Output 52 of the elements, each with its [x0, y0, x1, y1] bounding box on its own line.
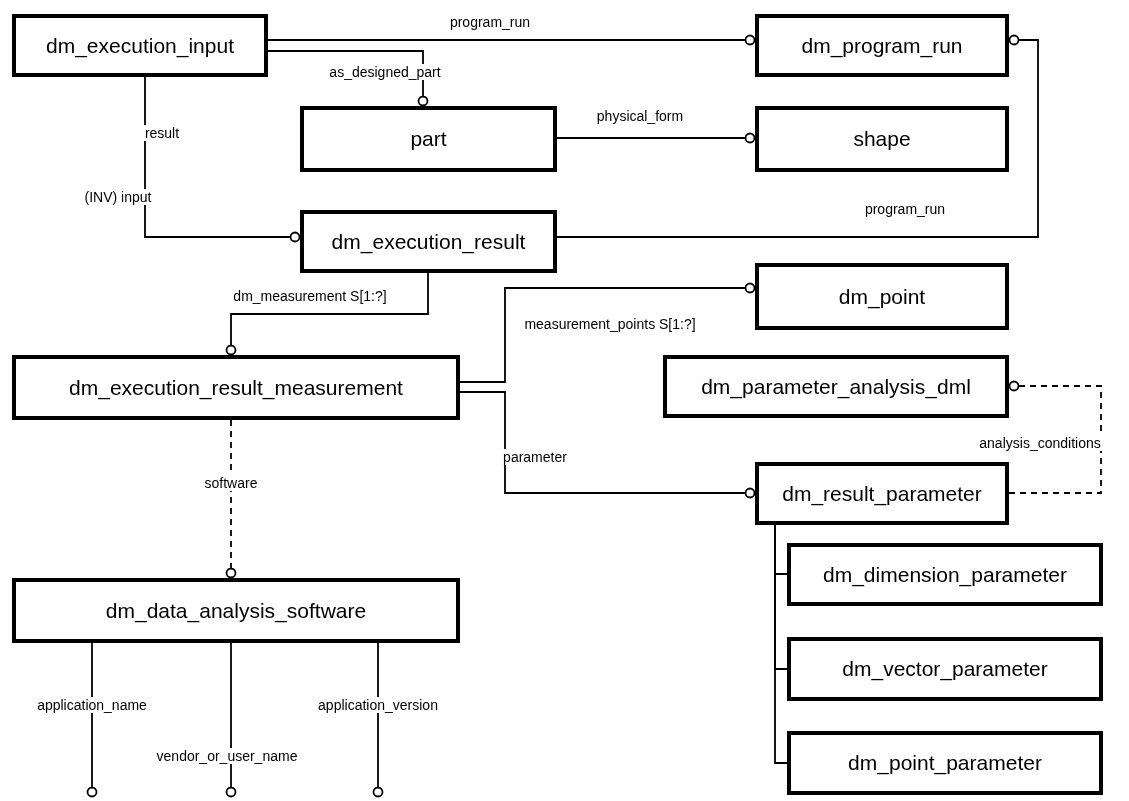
entity-box	[12, 14, 268, 77]
inverse-label: (INV) input	[82, 189, 154, 205]
entity-name: dm_point	[838, 284, 926, 309]
entity-name: dm_point_parameter	[848, 751, 1042, 775]
entity-box	[787, 543, 1103, 606]
entity-name: dm_program_run	[801, 33, 963, 58]
edge-label: dm_measurement S[1:?]	[231, 288, 389, 304]
attribute-line	[225, 642, 237, 798]
edge-label: result	[142, 125, 182, 141]
attribute-line	[372, 642, 384, 798]
attribute-line	[86, 642, 98, 798]
entity-box	[300, 106, 557, 172]
entity-name: shape	[853, 127, 911, 151]
entity-name: dm_dimension_parameter	[823, 562, 1067, 587]
relationship-line	[556, 34, 1039, 238]
entity-name: dm_execution_input	[46, 33, 234, 58]
edge-label: physical_form	[594, 108, 686, 124]
relationship-line	[267, 34, 756, 46]
entity-box	[787, 731, 1103, 795]
relationship-line	[556, 132, 756, 144]
relationship-line	[267, 50, 429, 107]
edge-label: as_designed_part	[327, 64, 443, 80]
entity-name: dm_execution_result	[331, 229, 526, 254]
entity-box	[663, 355, 1009, 418]
entity-box	[12, 578, 460, 643]
edge-label: measurement_points S[1:?]	[522, 316, 698, 332]
edge-label: software	[202, 475, 260, 491]
edge-label: application_name	[35, 697, 149, 713]
entity-name: dm_execution_result_measurement	[69, 375, 403, 400]
entity-name: part	[410, 127, 447, 151]
entity-box	[300, 210, 557, 273]
relationship-line	[459, 391, 756, 499]
entity-box	[755, 106, 1009, 172]
relationship-line	[1008, 380, 1102, 494]
entity-box	[755, 14, 1009, 77]
entity-box	[755, 263, 1009, 330]
relationship-line	[459, 282, 756, 383]
entity-box	[755, 462, 1009, 525]
entity-box	[787, 637, 1103, 701]
entity-name: dm_vector_parameter	[842, 657, 1048, 681]
relationship-line	[225, 272, 429, 356]
relationship-line	[225, 419, 237, 579]
edge-label: vendor_or_user_name	[154, 748, 300, 764]
entity-name: dm_data_analysis_software	[105, 598, 367, 623]
edge-label: application_version	[316, 697, 440, 713]
edge-label: analysis_conditions	[977, 435, 1103, 451]
edge-label: parameter	[501, 449, 569, 465]
relationship-line	[144, 76, 301, 243]
entity-box	[12, 355, 460, 420]
entity-name: dm_result_parameter	[782, 481, 982, 506]
subtype-line	[774, 524, 788, 764]
entity-name: dm_parameter_analysis_dml	[701, 374, 971, 399]
